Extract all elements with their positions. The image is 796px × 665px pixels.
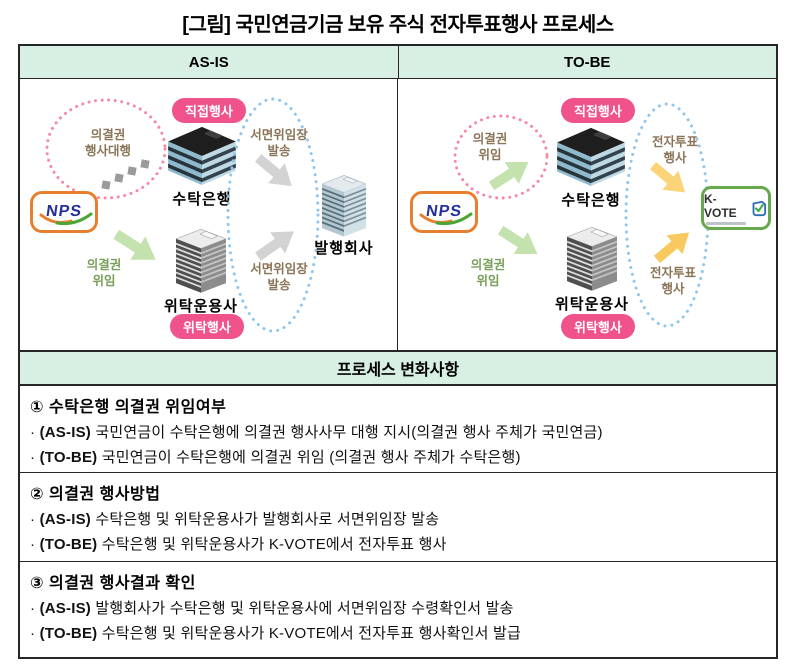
bullet-text: 국민연금이 수탁은행에 의결권 행사사무 대행 지시(의결권 행사 주체가 국민… (95, 424, 603, 441)
change-bullet-as-is: · (AS-IS) 발행회사가 수탁은행 및 위탁운용사에 서면위임장 수령확인… (30, 600, 514, 617)
blue-dotted-ellipse (226, 97, 320, 333)
bullet-text: 발행회사가 수탁은행 및 위탁운용사에 서면위임장 수령확인서 발송 (95, 600, 514, 617)
asset-manager-building-icon (567, 227, 617, 291)
bullet-text: 수탁은행 및 위탁운용사가 K-VOTE에서 전자투표 행사확인서 발급 (101, 625, 521, 642)
evote-exercise-label-bottom: 전자투표 행사 (649, 266, 696, 296)
change-bullet-as-is: · (AS-IS) 수탁은행 및 위탁운용사가 발행회사로 서면위임장 발송 (30, 511, 440, 528)
kvote-logo: K-VOTE (701, 186, 771, 230)
bullet-tag: (TO-BE) (39, 449, 98, 466)
change-item-heading: ① 수탁은행 의결권 위임여부 (30, 399, 227, 416)
delegated-exercise-badge: 위탁행사 (170, 314, 244, 339)
change-bullet-as-is: · (AS-IS) 국민연금이 수탁은행에 의결권 행사사무 대행 지시(의결권… (30, 424, 603, 441)
bullet-tag: (TO-BE) (39, 536, 98, 553)
bullet-tag: (AS-IS) (39, 424, 91, 441)
issuer-building-icon (322, 175, 366, 237)
direct-exercise-badge: 직접행사 (561, 98, 635, 123)
changes-section-header: 프로세스 변화사항 (18, 352, 778, 386)
vote-delegate-label-bottom: 의결권 위임 (470, 258, 506, 288)
pink-dotted-ellipse (45, 98, 167, 200)
change-bullet-to-be: · (TO-BE) 수탁은행 및 위탁운용사가 K-VOTE에서 전자투표 행사 (30, 536, 447, 553)
asset-manager-building-icon (176, 229, 226, 293)
nps-logo: NPS (30, 191, 98, 233)
written-proxy-send-label-top: 서면위임장 발송 (250, 128, 308, 158)
change-item-heading: ③ 의결권 행사결과 확인 (30, 575, 196, 592)
change-item-1: ① 수탁은행 의결권 위임여부 · (AS-IS) 국민연금이 수탁은행에 의결… (20, 386, 776, 473)
asset-manager-label: 위탁운용사 (163, 298, 238, 315)
table-header-to-be: TO-BE (398, 46, 776, 78)
to-be-panel: 직접행사 의결권 위임 수탁은행 NPS (398, 79, 776, 351)
delegated-exercise-badge: 위탁행사 (561, 314, 635, 339)
bullet-tag: (TO-BE) (39, 625, 98, 642)
change-item-heading: ② 의결권 행사방법 (30, 486, 161, 503)
bullet-tag: (AS-IS) (39, 600, 91, 617)
evote-exercise-label-top: 전자투표 행사 (651, 135, 698, 165)
pink-dotted-ellipse (453, 114, 549, 200)
change-bullet-to-be: · (TO-BE) 수탁은행 및 위탁운용사가 K-VOTE에서 전자투표 행사… (30, 625, 521, 642)
proxy-agency-label: 의결권 행사대행 (84, 128, 131, 158)
vote-delegate-label-top: 의결권 위임 (472, 132, 508, 162)
dashed-link-square (140, 159, 150, 169)
as-is-panel: 의결권 행사대행 직접행사 수탁은행 NPS (20, 79, 398, 351)
kvote-logo-subtext (706, 221, 747, 225)
bullet-text: 국민연금이 수탁은행에 의결권 위임 (의결권 행사 주체가 수탁은행) (101, 449, 521, 466)
written-proxy-send-label-bottom: 서면위임장 발송 (250, 262, 308, 292)
dashed-link-square (101, 180, 111, 190)
asset-manager-label: 위탁운용사 (554, 296, 629, 313)
nps-swoosh-icon (39, 212, 93, 226)
change-item-2: ② 의결권 행사방법 · (AS-IS) 수탁은행 및 위탁운용사가 발행회사로… (20, 473, 776, 562)
bullet-tag: (AS-IS) (39, 511, 91, 528)
nps-swoosh-icon (419, 212, 473, 226)
trust-bank-label: 수탁은행 (172, 191, 232, 208)
dashed-link-square (114, 173, 124, 183)
nps-logo: NPS (410, 191, 478, 233)
change-item-3: ③ 의결권 행사결과 확인 · (AS-IS) 발행회사가 수탁은행 및 위탁운… (20, 562, 776, 657)
bullet-text: 수탁은행 및 위탁운용사가 K-VOTE에서 전자투표 행사 (101, 536, 447, 553)
trust-bank-building-icon (557, 126, 625, 186)
issuer-label: 발행회사 (314, 240, 374, 257)
nps-logo-text: NPS (424, 203, 464, 220)
dashed-link-square (127, 166, 137, 176)
process-diagram-table: AS-IS TO-BE 의결권 행사대행 직접행사 수탁은행 (18, 44, 778, 352)
changes-section-body: ① 수탁은행 의결권 위임여부 · (AS-IS) 국민연금이 수탁은행에 의결… (18, 386, 778, 659)
diagram-header-row: AS-IS TO-BE (20, 46, 776, 79)
kvote-check-icon (752, 200, 767, 216)
vote-delegate-label: 의결권 위임 (86, 258, 122, 288)
direct-exercise-badge: 직접행사 (172, 98, 246, 123)
trust-bank-label: 수탁은행 (561, 192, 621, 209)
kvote-logo-text: K-VOTE (704, 191, 737, 220)
table-header-as-is: AS-IS (20, 46, 399, 78)
change-bullet-to-be: · (TO-BE) 국민연금이 수탁은행에 의결권 위임 (의결권 행사 주체가… (30, 449, 521, 466)
page-title: [그림] 국민연금기금 보유 주식 전자투표행사 프로세스 (182, 14, 614, 36)
bullet-text: 수탁은행 및 위탁운용사가 발행회사로 서면위임장 발송 (95, 511, 440, 528)
nps-logo-text: NPS (44, 203, 84, 220)
